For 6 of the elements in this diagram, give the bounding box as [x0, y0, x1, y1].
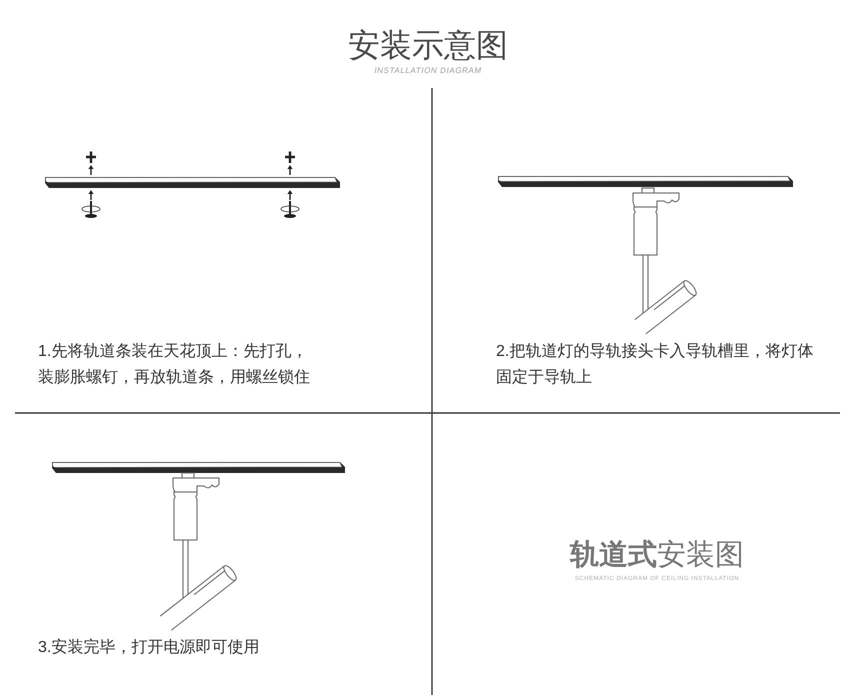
step-caption: 3.安装完毕，打开电源即可使用: [38, 638, 260, 658]
page-title: 安装示意图: [348, 26, 508, 64]
step-caption: 2.把轨道灯的导轨接头卡入导轨槽里，将灯体固定于导轨上: [496, 342, 814, 388]
section-heading: 轨道式安装图: [570, 538, 744, 572]
step-caption: 1.先将轨道条装在天花顶上：先打孔，装膨胀螺钉，再放轨道条，用螺丝锁住: [38, 342, 311, 388]
subtitle: INSTALLATION DIAGRAM: [374, 65, 482, 76]
